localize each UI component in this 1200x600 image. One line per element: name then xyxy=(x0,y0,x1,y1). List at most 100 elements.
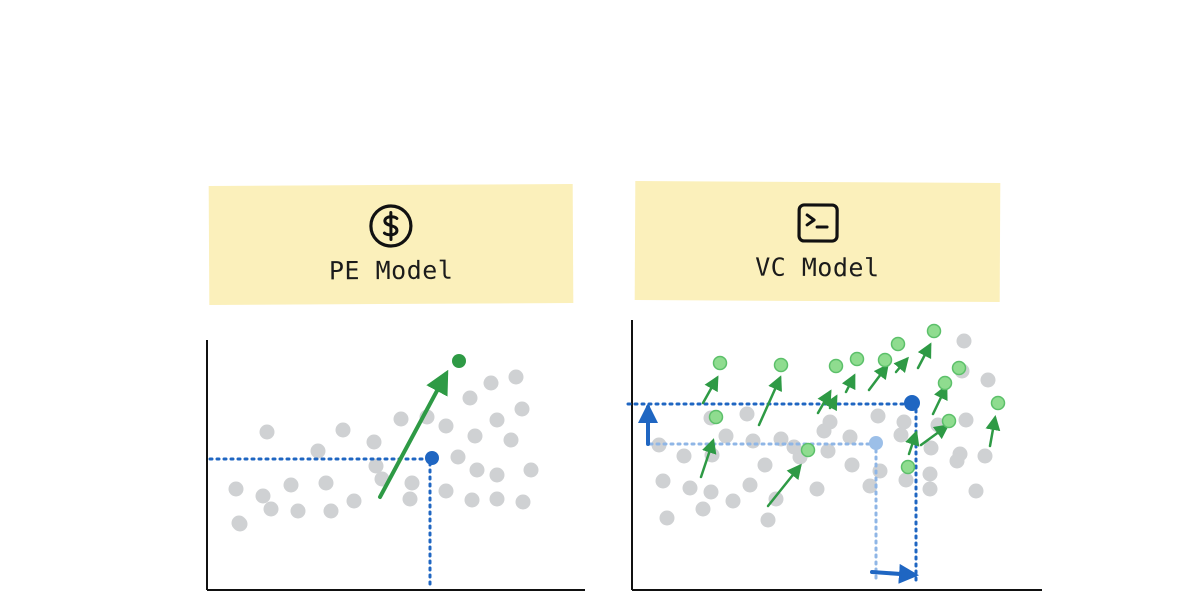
winner-dot xyxy=(941,413,957,429)
vc-axes xyxy=(631,320,1042,591)
company-dot xyxy=(842,429,858,445)
growth-arrow xyxy=(757,375,782,427)
vc-winner-dots xyxy=(708,323,1006,475)
winner-dot xyxy=(937,375,953,391)
company-dot xyxy=(462,390,478,406)
company-dot xyxy=(228,481,244,497)
growth-arrow xyxy=(985,415,1001,448)
company-dot xyxy=(514,401,530,417)
company-dot xyxy=(438,418,454,434)
company-dot xyxy=(469,462,485,478)
growth-arrow xyxy=(701,375,719,405)
company-dot xyxy=(659,510,675,526)
company-dot xyxy=(923,440,939,456)
company-dot xyxy=(318,475,334,491)
company-dot xyxy=(809,481,825,497)
winner-dot xyxy=(926,323,942,339)
growth-arrow xyxy=(916,342,932,370)
pe-selection xyxy=(208,354,466,587)
company-dot xyxy=(718,428,734,444)
company-dot xyxy=(259,424,275,440)
growth-arrow xyxy=(841,373,856,394)
growth-arrow xyxy=(893,356,909,374)
winner-dot xyxy=(828,358,844,374)
winner-dot xyxy=(800,442,816,458)
pe-model-card: PE Model xyxy=(208,184,574,305)
winner-dot xyxy=(900,459,916,475)
company-dot xyxy=(515,494,531,510)
growth-arrow xyxy=(919,424,950,447)
pe-company-dots xyxy=(228,369,539,532)
company-dot xyxy=(870,408,886,424)
vc-growth-arrows xyxy=(699,342,1001,508)
company-dot xyxy=(695,501,711,517)
winner-dot xyxy=(951,360,967,376)
company-dot xyxy=(503,432,519,448)
vc-x-shift-arrow xyxy=(870,563,919,584)
growth-arrow xyxy=(699,438,717,479)
company-dot xyxy=(977,448,993,464)
winner-dot xyxy=(708,409,724,425)
company-dot xyxy=(922,466,938,482)
company-dot xyxy=(703,484,719,500)
company-dot xyxy=(467,428,483,444)
dollar-circle-icon xyxy=(369,204,413,248)
growth-arrow xyxy=(816,389,832,415)
company-dot xyxy=(368,458,384,474)
company-dot xyxy=(898,472,914,488)
growth-arrow xyxy=(766,463,802,508)
company-dot xyxy=(968,483,984,499)
company-dot xyxy=(255,488,271,504)
company-dot xyxy=(816,423,832,439)
company-dot xyxy=(725,493,741,509)
pe-axes xyxy=(206,340,585,591)
company-dot xyxy=(393,411,409,427)
company-dot xyxy=(310,443,326,459)
vc-model-card: VC Model xyxy=(634,181,1001,302)
company-dot xyxy=(956,333,972,349)
company-dot xyxy=(922,481,938,497)
pe-result-dot xyxy=(452,354,466,368)
company-dot xyxy=(768,491,784,507)
company-dot xyxy=(489,412,505,428)
winner-dot xyxy=(877,352,893,368)
company-dot xyxy=(464,492,480,508)
company-dot xyxy=(760,512,776,528)
company-dot xyxy=(404,475,420,491)
company-dot xyxy=(820,443,836,459)
company-dot xyxy=(346,493,362,509)
company-dot xyxy=(655,473,671,489)
company-dot xyxy=(366,434,382,450)
company-dot xyxy=(483,375,499,391)
company-dot xyxy=(676,448,692,464)
vc-target-dot-low xyxy=(869,436,883,450)
company-dot xyxy=(844,457,860,473)
company-dot xyxy=(402,491,418,507)
vc-target-dot-high xyxy=(904,395,920,411)
company-dot xyxy=(231,515,247,531)
company-dot xyxy=(742,477,758,493)
winner-dot xyxy=(990,395,1006,411)
company-dot xyxy=(893,427,909,443)
company-dot xyxy=(450,449,466,465)
company-dot xyxy=(263,501,279,517)
company-dot xyxy=(757,457,773,473)
growth-arrow xyxy=(823,394,838,412)
company-dot xyxy=(489,491,505,507)
company-dot xyxy=(739,406,755,422)
growth-arrow xyxy=(931,384,948,416)
company-dot xyxy=(896,414,912,430)
company-dot xyxy=(283,477,299,493)
company-dot xyxy=(489,467,505,483)
company-dot xyxy=(508,369,524,385)
company-dot xyxy=(862,478,878,494)
company-dot xyxy=(980,372,996,388)
vc-company-dots xyxy=(651,333,996,528)
company-dot xyxy=(323,503,339,519)
company-dot xyxy=(290,503,306,519)
winner-dot xyxy=(849,351,865,367)
pe-growth-arrow xyxy=(378,369,449,499)
company-dot xyxy=(438,483,454,499)
company-dot xyxy=(958,412,974,428)
